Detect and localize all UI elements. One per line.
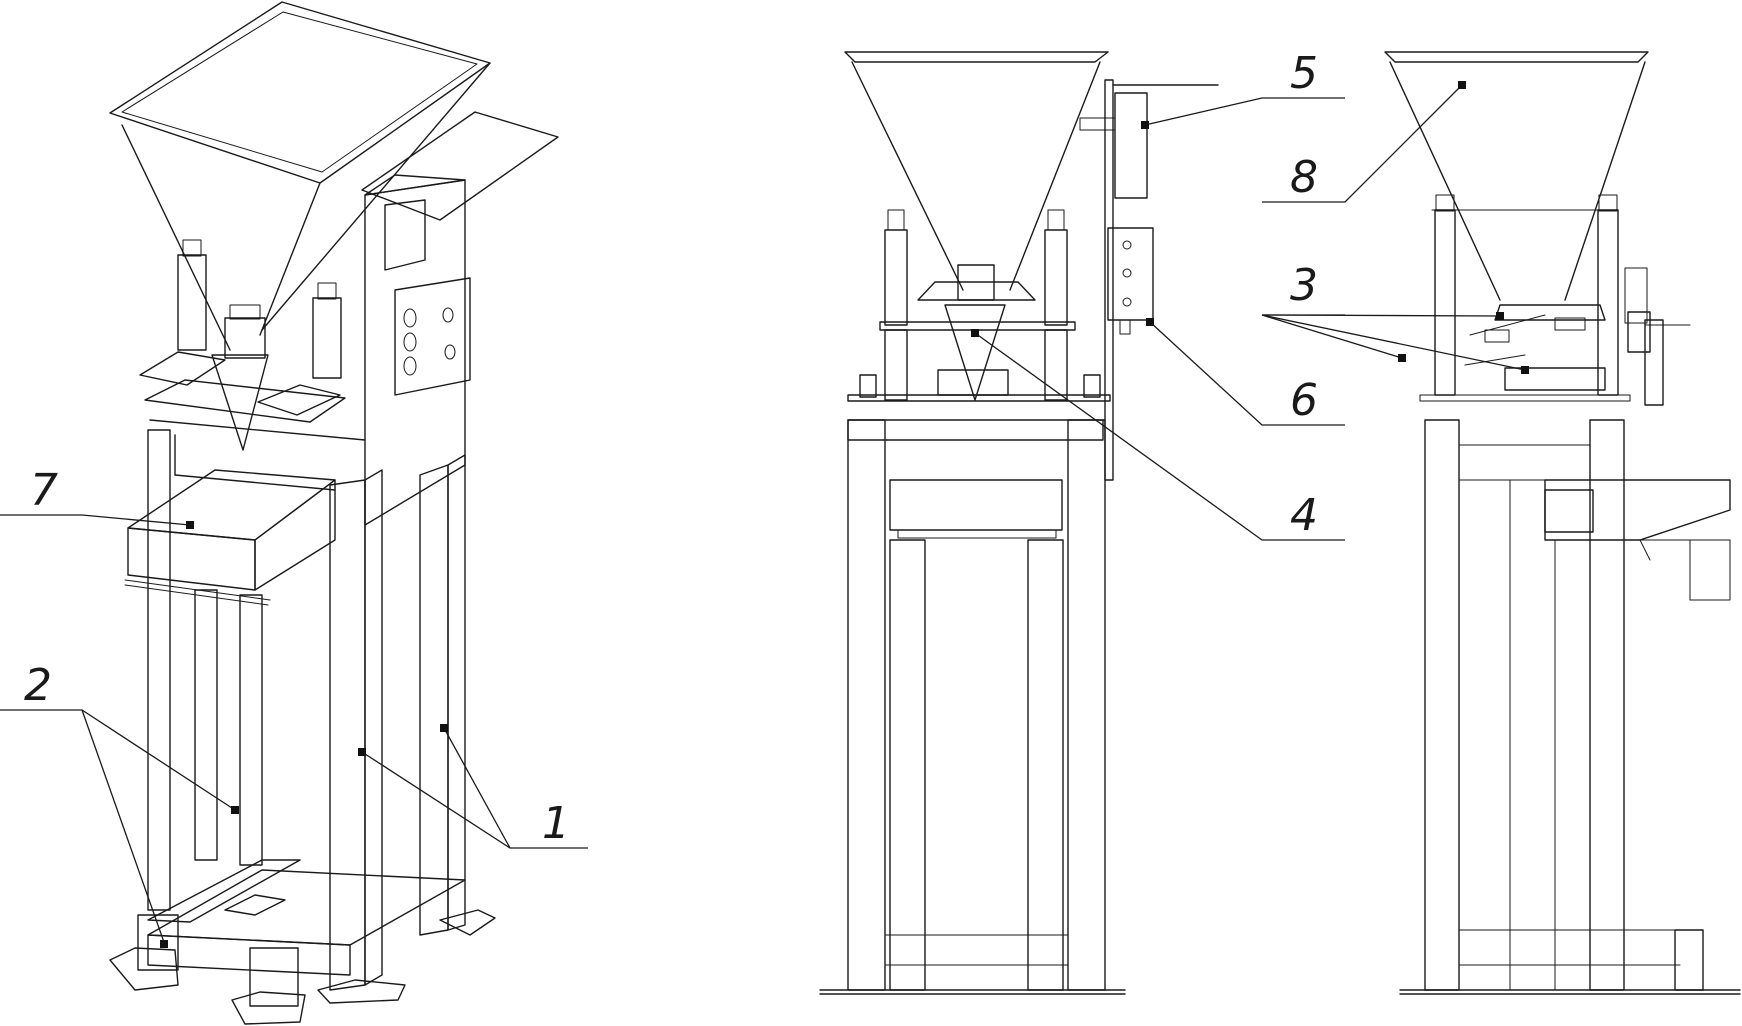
front-hopper [844,51,1109,401]
callout-label-7: 7 [30,465,58,516]
iso-legs [147,429,466,991]
iso-top-tray [361,111,559,221]
callout-label-2: 2 [24,660,52,711]
isometric-view [109,1,559,1025]
callout-label-6: 6 [1290,375,1318,426]
callout-7: 7 [0,465,194,529]
iso-weigh-box [124,469,336,606]
callout-1: 1 [358,724,588,849]
side-rods [1434,194,1691,406]
iso-base-frame [109,859,496,1025]
callout-label-3: 3 [1290,260,1318,311]
callout-label-1: 1 [542,798,570,849]
callout-5: 5 [1141,48,1345,129]
side-cone [1419,304,1631,402]
iso-plates [139,351,366,491]
callout-6: 6 [1146,318,1345,426]
iso-hopper [109,1,491,451]
front-side-panel [1079,79,1219,481]
callout-8: 8 [1262,81,1466,203]
iso-control-box [364,174,471,526]
callout-4: 4 [971,329,1345,541]
callout-2: 2 [0,660,239,948]
side-view [1384,51,1741,995]
callout-3: 3 [1261,260,1529,374]
callout-label-8: 8 [1290,152,1318,203]
iso-threaded-rods [177,239,342,379]
front-frame [819,419,1126,995]
callout-label-5: 5 [1290,48,1318,99]
side-hopper [1384,51,1649,301]
front-view [819,51,1219,995]
side-frame [1399,419,1741,995]
callout-label-4: 4 [1290,490,1318,541]
